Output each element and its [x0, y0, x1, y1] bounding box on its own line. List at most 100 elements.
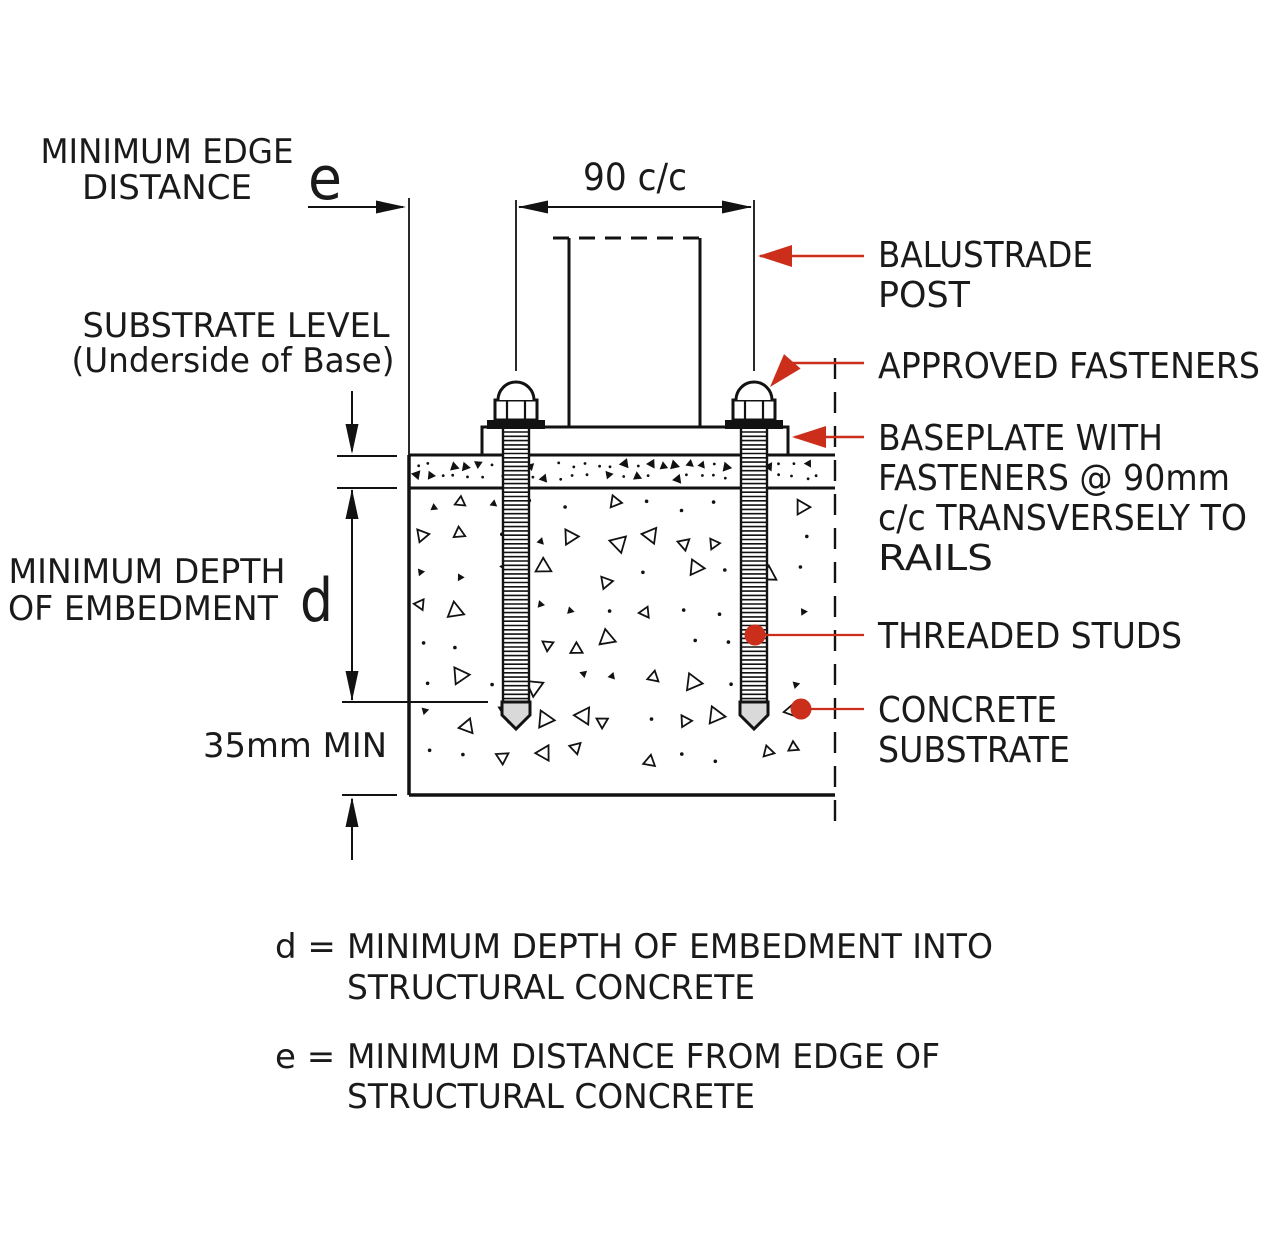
aggregate-dot [466, 475, 469, 479]
balustrade-post-arrowhead [758, 245, 792, 267]
callout-balustrade-post-line2: POST [878, 275, 971, 316]
aggregate-triangle [680, 713, 694, 729]
aggregate-fleck [800, 608, 808, 616]
aggregate-dot [425, 681, 430, 686]
approved-fasteners-arrowhead [770, 354, 801, 387]
aggregate-fleck [450, 461, 460, 471]
aggregate-triangle [600, 575, 615, 591]
aggregate-triangle [541, 640, 556, 654]
legend-e-line2: STRUCTURAL CONCRETE [347, 1077, 755, 1117]
aggregate-triangle [567, 741, 582, 756]
aggregate-dot [679, 508, 684, 513]
aggregate-fleck [461, 461, 471, 472]
aggregate-triangle [685, 671, 705, 692]
aggregate-fleck [607, 671, 615, 680]
depth-symbol: d [300, 566, 333, 636]
aggregate-dot [685, 473, 688, 477]
aggregate-fleck [792, 681, 801, 689]
stud-pointed-tip [500, 700, 532, 732]
edge-dim-arrowhead [376, 200, 406, 214]
dimension-annotations [308, 198, 755, 860]
aggregate-fleck [672, 473, 682, 484]
aggregate-triangle [568, 640, 585, 654]
approved-fasteners [487, 380, 783, 429]
aggregate-fleck [618, 458, 629, 469]
aggregate-dot [701, 474, 704, 477]
aggregate-triangle [598, 627, 618, 646]
aggregate-dot [570, 474, 574, 477]
aggregate-fleck [473, 461, 483, 469]
aggregate-dot [777, 473, 780, 477]
aggregate-triangle [494, 752, 510, 767]
cover-dim-arrowhead [345, 797, 359, 827]
aggregate-dot [583, 462, 587, 465]
aggregate-fleck [659, 461, 669, 470]
aggregate-fleck [538, 473, 548, 483]
aggregate-fleck [645, 458, 655, 469]
threaded-studs [500, 429, 770, 732]
aggregate-dot [712, 462, 716, 466]
aggregate-fleck [685, 459, 694, 467]
legend-d-line2: STRUCTURAL CONCRETE [347, 968, 755, 1008]
aggregate-dot [814, 474, 818, 478]
aggregate-dot [641, 570, 645, 575]
aggregate-triangle [796, 498, 813, 517]
aggregate-dot [680, 752, 684, 756]
aggregate-dot [559, 477, 563, 481]
leader-annotations [744, 245, 864, 720]
fastener-hex-nut [731, 398, 777, 422]
callout-concrete-substrate-line1: CONCRETE [878, 690, 1057, 731]
aggregate-fleck [430, 503, 439, 511]
min-depth-label-line2: OF EMBEDMENT [8, 589, 278, 629]
aggregate-triangle [452, 524, 467, 539]
callout-baseplate-line4: RAILS [878, 538, 993, 579]
aggregate-triangle [689, 557, 707, 577]
callout-baseplate-line2: FASTENERS @ 90mm [878, 458, 1230, 499]
aggregate-dot [572, 465, 576, 469]
aggregate-dot [481, 475, 484, 479]
aggregate-dot [531, 475, 535, 479]
callout-approved-fasteners: APPROVED FASTENERS [878, 346, 1260, 387]
aggregate-dot [792, 462, 796, 465]
aggregate-fleck [803, 459, 812, 468]
aggregate-fleck [605, 470, 614, 480]
baseplate [480, 425, 790, 457]
aggregate-dot [441, 474, 445, 477]
aggregate-fleck [457, 573, 465, 582]
aggregate-triangle [446, 599, 466, 619]
aggregate-dot [646, 474, 650, 477]
depth-dim-arrowhead-bottom [345, 671, 359, 701]
aggregate-dot [608, 465, 612, 469]
substrate-level-label-line2: (Underside of Base) [72, 341, 395, 381]
aggregate-dot [723, 568, 727, 572]
aggregate-dot [421, 641, 426, 645]
aggregate-triangle [412, 597, 425, 612]
aggregate-dot [790, 474, 793, 478]
aggregate-triangle [645, 668, 660, 683]
aggregate-dot [622, 475, 626, 478]
threaded-studs-marker-dot [744, 624, 766, 646]
aggregate-fleck [670, 459, 680, 470]
min-edge-distance-label-line1: MINIMUM EDGE [41, 132, 294, 172]
aggregate-dot [713, 759, 718, 764]
aggregate-fleck [421, 707, 430, 716]
aggregate-triangle [641, 753, 657, 768]
aggregate-triangle [416, 528, 432, 544]
fastener-dome-cap [734, 380, 774, 401]
aggregate-dot [557, 461, 561, 465]
aggregate-dot [426, 462, 430, 465]
aggregate-triangle [572, 705, 591, 727]
callout-balustrade-post-line1: BALUSTRADE [878, 235, 1093, 276]
aggregate-fleck [536, 537, 544, 545]
baseplate-arrowhead [792, 426, 826, 448]
aggregate-triangle [453, 665, 472, 686]
aggregate-dot [598, 464, 601, 468]
aggregate-dot [644, 499, 649, 504]
aggregate-dot [723, 476, 727, 480]
cover-dimension-label: 35mm MIN [203, 726, 387, 766]
aggregate-dot [427, 748, 432, 753]
substrate-level-arrowhead [345, 424, 359, 454]
aggregate-dot [636, 464, 640, 468]
legend-e-symbol: e = [275, 1037, 335, 1077]
